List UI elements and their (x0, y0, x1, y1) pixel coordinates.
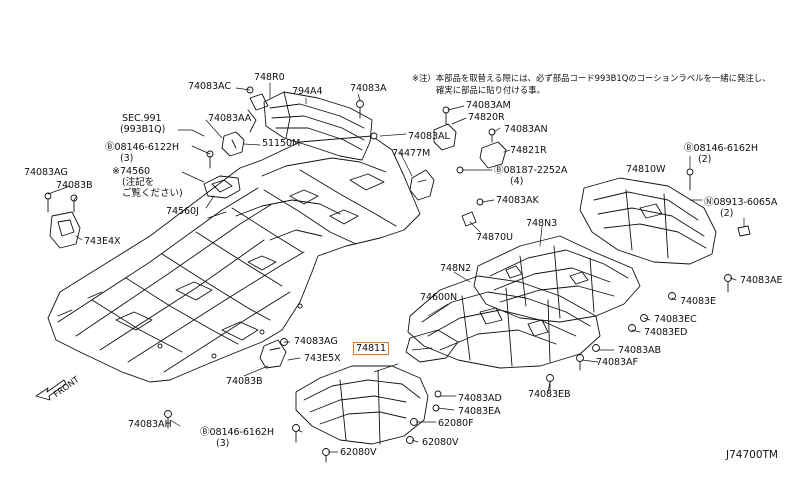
part-label-748n2: 748N2 (440, 263, 472, 274)
part-label-74083b-mid: 74083B (226, 376, 263, 387)
part-label-74477m: 74477M (392, 148, 431, 159)
part-label-74811-highlighted[interactable]: 74811 (353, 342, 390, 355)
bracket-74477m (409, 106, 507, 227)
qty-label-2b: (2) (720, 208, 734, 219)
part-label-74083an: 74083AN (504, 124, 548, 135)
part-label-99381q: (993B1Q) (120, 124, 166, 135)
front-arrow (35, 379, 67, 401)
bracket-51150m (203, 131, 245, 199)
part-label-74083a: 74083A (350, 83, 387, 94)
part-label-74083ad: 74083AD (458, 393, 502, 404)
part-label-74083ag-left: 74083AG (24, 167, 68, 178)
part-label-74083b-left: 74083B (56, 180, 93, 191)
part-label-62080f: 62080F (438, 418, 474, 429)
part-label-74083ae: 74083AE (740, 275, 783, 286)
part-label-74870u: 74870U (476, 232, 513, 243)
bracket-743e4x (44, 192, 81, 249)
part-label-74083ab: 74083AB (618, 345, 661, 356)
part-label-74083e: 74083E (680, 296, 716, 307)
part-label-74083al: 74083AL (408, 131, 450, 142)
under-cover-748n2 (407, 275, 601, 369)
part-label-74820r: 74820R (468, 112, 505, 123)
part-label-74083ah: 74083AH (128, 419, 172, 430)
floor-panel (47, 135, 421, 383)
part-label-08146-6122h: Ⓑ08146-6122H (105, 142, 180, 153)
part-label-74083af: 74083AF (596, 357, 638, 368)
qty-label-2a: (2) (698, 154, 712, 165)
under-cover-748n3 (473, 235, 641, 323)
part-label-74560: ※74560 (112, 166, 150, 177)
rear-cover-74810w (579, 168, 751, 265)
part-label-74083aa: 74083AA (208, 113, 252, 124)
part-label-743e4x: 743E4X (84, 236, 121, 247)
part-label-62080v-a: 62080V (422, 437, 459, 448)
note-label-74560-2: ご覧ください) (122, 188, 183, 199)
fasteners (164, 86, 732, 463)
note-label-74560-1: (注記を (122, 177, 155, 188)
part-label-74083ac: 74083AC (188, 81, 231, 92)
part-label-74821r: 74821R (510, 145, 547, 156)
front-cover-74811 (259, 329, 459, 445)
part-label-51150m: 51150M (262, 138, 301, 149)
part-label-08146-6162h-right: Ⓑ08146-6162H (684, 143, 759, 154)
part-label-743e5x: 743E5X (304, 353, 341, 364)
caution-note-line-2: 確実に部品に貼り付ける事。 (436, 85, 545, 95)
diagram-code: J74700TM (726, 449, 778, 461)
part-label-794a4: 794A4 (292, 86, 323, 97)
part-label-08146-6162h-bottom: Ⓑ08146-6162H (200, 427, 275, 438)
caution-note-line-1: ※注）本部品を取替える際には、必ず部品コード993B1Qのコーションラベルを一緒… (412, 73, 771, 83)
part-label-74083ea: 74083EA (458, 406, 501, 417)
part-label-74083am: 74083AM (466, 100, 511, 111)
part-label-74083ak: 74083AK (496, 195, 539, 206)
part-label-sec991: SEC.991 (122, 113, 162, 124)
part-label-08913-6065a: Ⓝ08913-6065A (704, 197, 778, 208)
part-label-74560j: 74560J (166, 206, 199, 217)
part-label-74083ag-mid: 74083AG (294, 336, 338, 347)
part-label-74810w: 74810W (626, 164, 666, 175)
part-label-74083ec: 74083EC (654, 314, 697, 325)
qty-label-4: (4) (510, 176, 524, 187)
part-label-74600n: 74600N (420, 292, 458, 303)
qty-label-3b: (3) (216, 438, 230, 449)
part-label-748n3: 748N3 (526, 218, 558, 229)
part-label-08187-2252a: Ⓑ08187-2252A (494, 165, 568, 176)
heat-shield-794a4 (247, 91, 373, 161)
part-label-74083ed: 74083ED (644, 327, 688, 338)
leader-lines (47, 82, 745, 453)
part-label-74083eb: 74083EB (528, 389, 571, 400)
part-label-62080v-b: 62080V (340, 447, 377, 458)
part-label-748r0: 748R0 (254, 72, 285, 83)
qty-label-3a: (3) (120, 153, 134, 164)
